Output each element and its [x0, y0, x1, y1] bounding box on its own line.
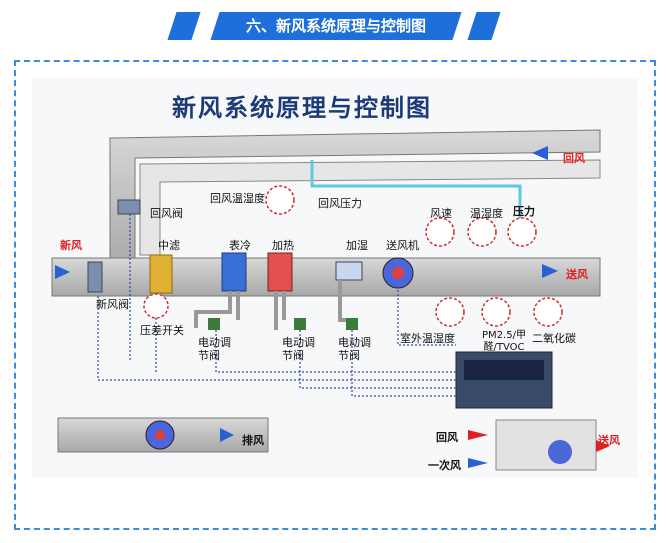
label-electric-valve-3: 电动调节阀 — [338, 336, 371, 362]
cooler-shape — [221, 252, 247, 292]
bottom-supply-arrow — [596, 440, 610, 452]
label-temp-humidity: 温湿度 — [470, 207, 503, 220]
fresh-air-arrow — [55, 265, 70, 279]
label-co2: 二氧化碳 — [532, 332, 576, 345]
label-electric-valve-2: 电动调节阀 — [282, 336, 315, 362]
label-heating: 加热 — [272, 239, 294, 252]
label-diff-pressure-switch: 压差开关 — [140, 324, 184, 337]
return-temp-sensor — [265, 185, 295, 215]
humidifier-shape — [335, 261, 363, 281]
label-bottom-supply-air: 送风 — [598, 434, 620, 447]
label-supply-air: 送风 — [566, 268, 588, 281]
diagram-frame — [14, 60, 656, 530]
label-primary-air: 一次风 — [428, 459, 461, 472]
pressure-sensor — [507, 217, 537, 247]
terminal-unit — [495, 419, 597, 471]
return-arrow — [532, 146, 548, 160]
label-bottom-return-air: 回风 — [436, 431, 458, 444]
label-air-speed: 风速 — [430, 207, 452, 220]
label-cooler: 表冷 — [229, 239, 251, 252]
label-fresh-air-valve: 新风阀 — [96, 298, 129, 311]
label-electric-valve-1: 电动调节阀 — [198, 336, 231, 362]
diagram-title: 新风系统原理与控制图 — [172, 94, 432, 122]
banner-title: 六、新风系统原理与控制图 — [245, 17, 426, 35]
primary-air-arrow — [468, 458, 488, 468]
label-medium-filter: 中滤 — [158, 239, 180, 252]
return-valve-shape — [117, 199, 141, 215]
heater-pipes — [274, 291, 286, 330]
cooler-pipes — [194, 291, 240, 328]
heater-shape — [267, 252, 293, 292]
return-duct-inner — [139, 159, 601, 256]
co2-sensor — [533, 297, 563, 327]
label-pm25-formaldehyde-tvoc: PM2.5/甲醛/TVOC — [482, 330, 526, 353]
fresh-air-valve-shape — [87, 261, 103, 293]
outdoor-sensor — [435, 297, 465, 327]
section-banner: 六、新风系统原理与控制图 — [0, 0, 670, 50]
label-outdoor-temp-humidity: 室外温湿度 — [400, 332, 455, 345]
temp-humidity-sensor — [467, 217, 497, 247]
label-supply-fan: 送风机 — [386, 239, 419, 252]
label-exhaust-air: 排风 — [242, 434, 264, 447]
label-return-pressure: 回风压力 — [318, 197, 362, 210]
bottom-return-arrow — [468, 430, 488, 440]
label-return-temp-humidity: 回风温湿度 — [210, 192, 265, 205]
exhaust-arrow — [220, 428, 234, 442]
control-wiring — [97, 214, 456, 397]
main-duct — [51, 257, 601, 297]
label-return-valve: 回风阀 — [150, 207, 183, 220]
speed-sensor — [425, 217, 455, 247]
label-return-air-right: 回风 — [563, 152, 585, 165]
label-humidify: 加湿 — [346, 239, 368, 252]
pm-sensor — [481, 297, 511, 327]
label-fresh-air: 新风 — [60, 239, 82, 252]
label-pressure: 压力 — [513, 205, 535, 218]
supply-air-arrow — [542, 264, 558, 278]
diff-pressure-sensor — [143, 293, 169, 319]
pressure-line — [310, 160, 522, 240]
medium-filter-shape — [149, 254, 173, 294]
